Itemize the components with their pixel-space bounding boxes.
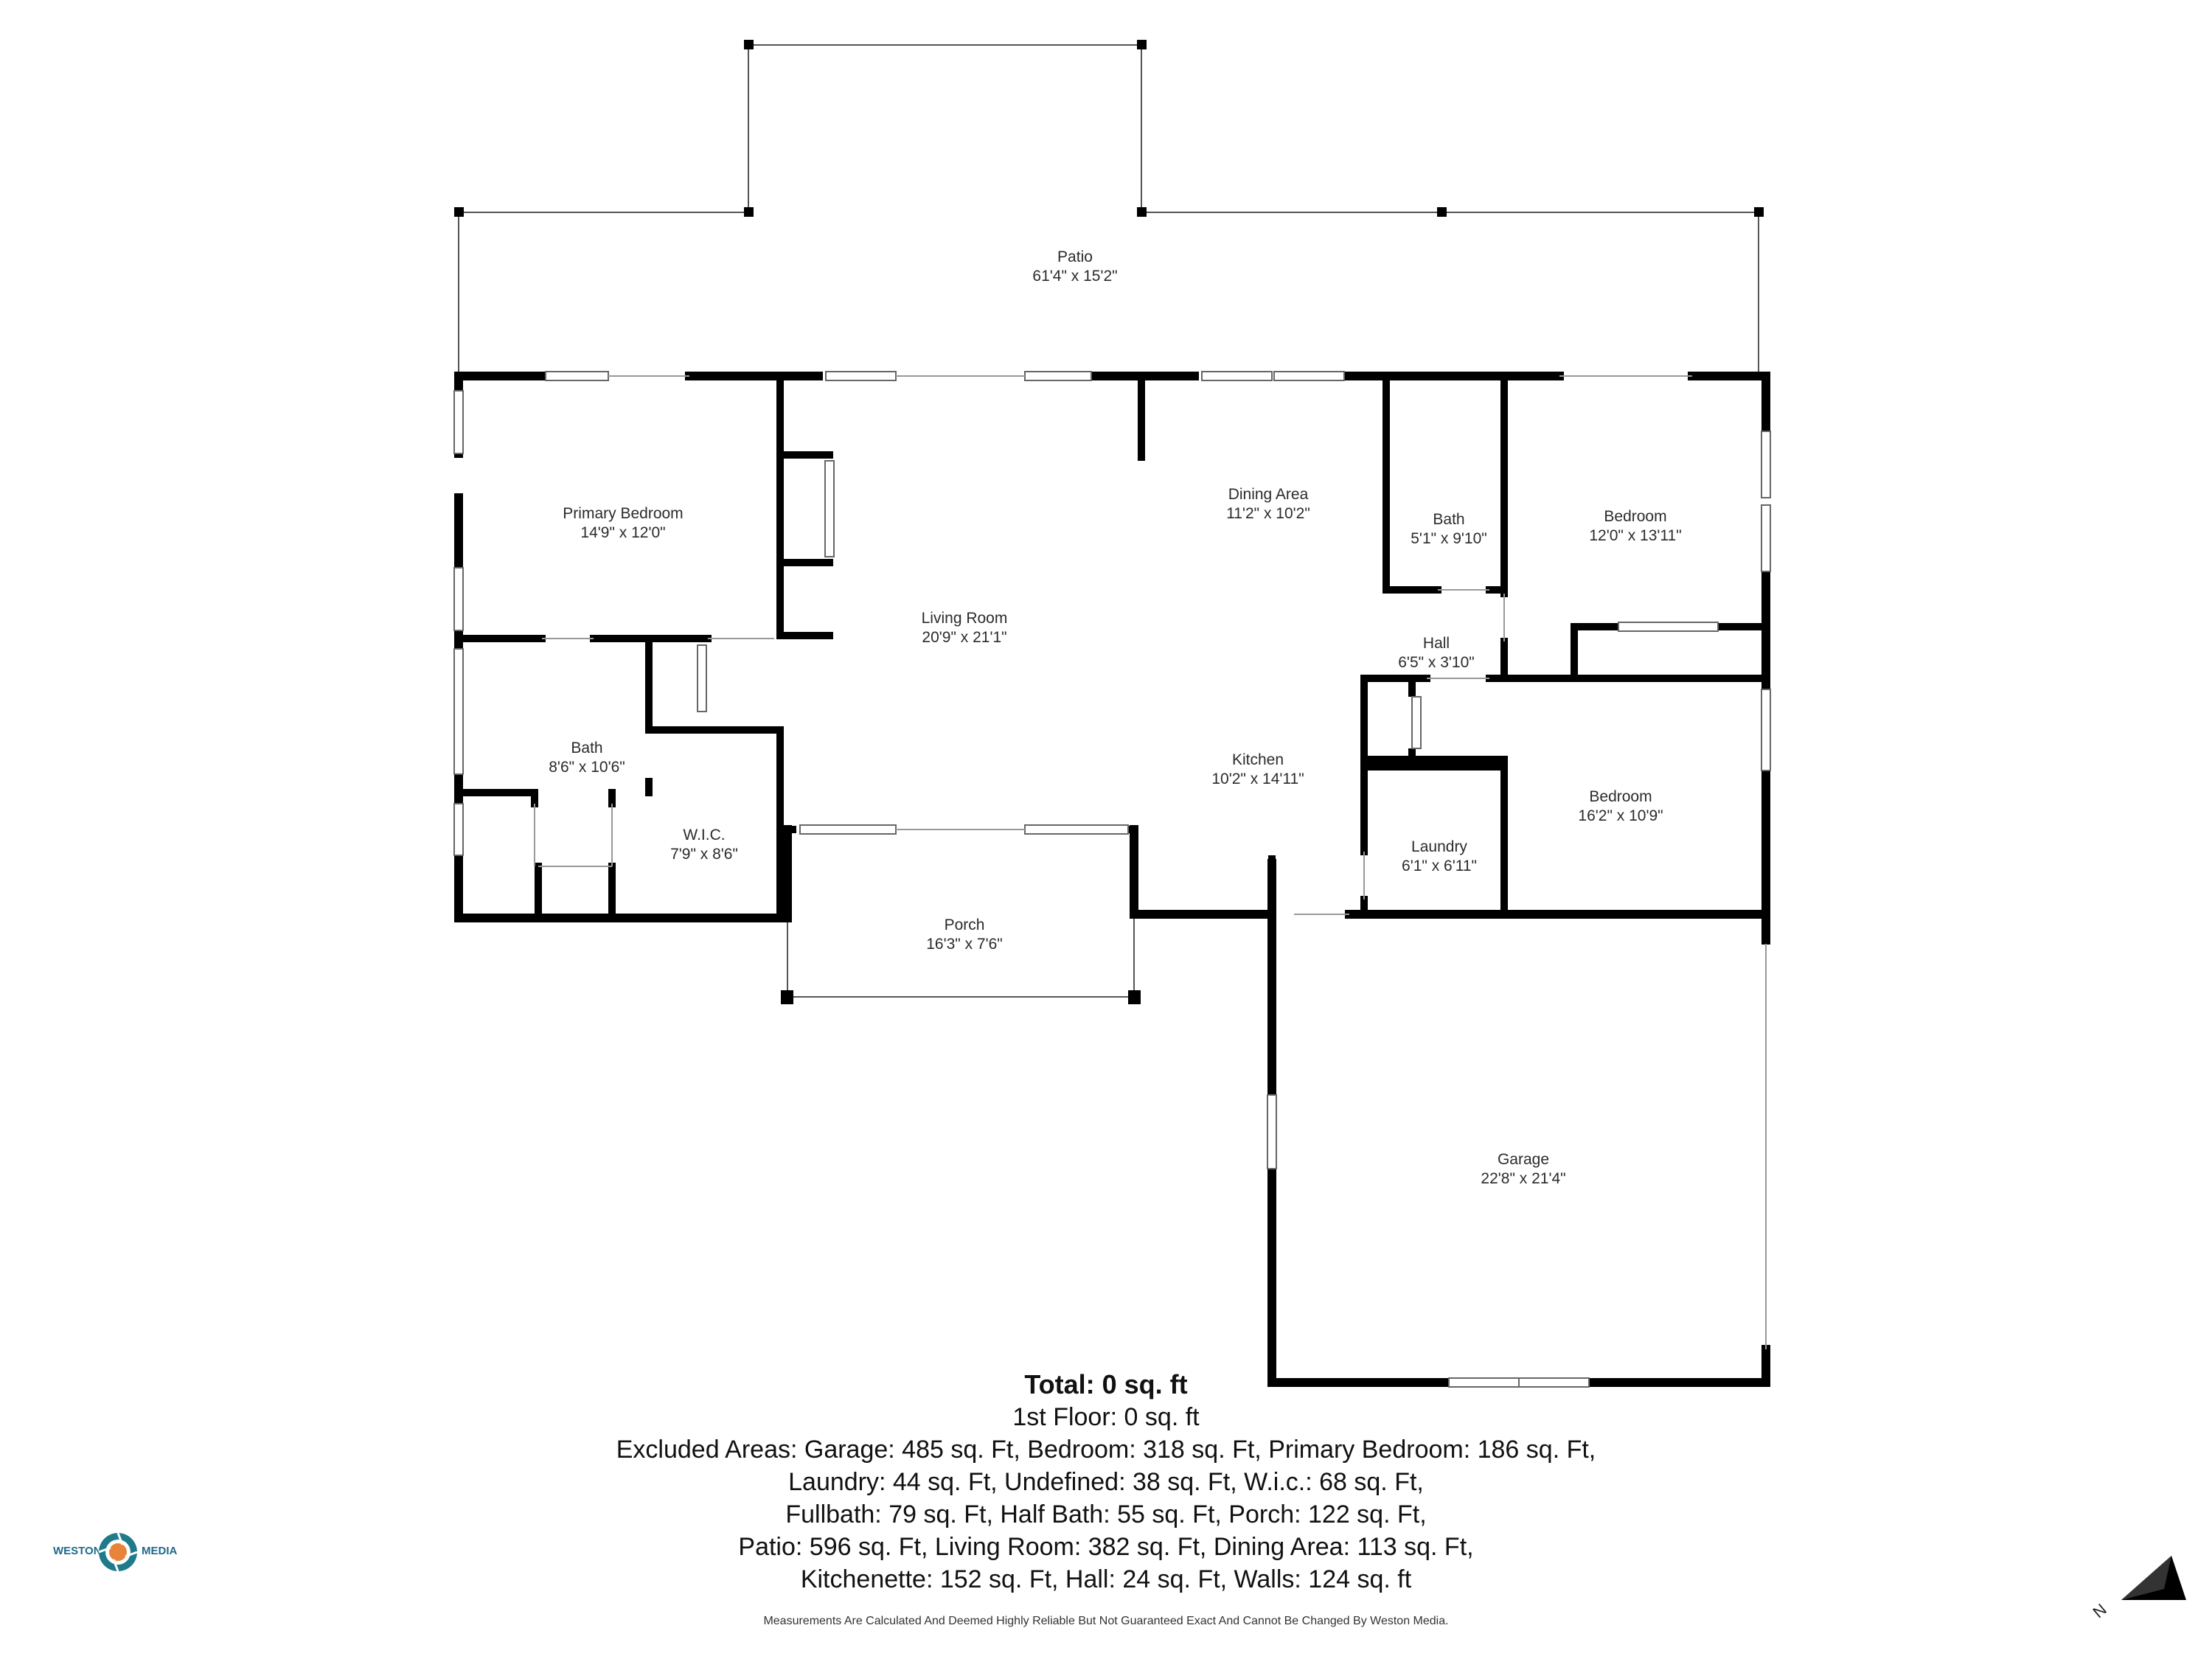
excluded-areas-line-3: Fullbath: 79 sq. Ft, Half Bath: 55 sq. F… [785,1500,1427,1528]
room-label-bedroom-north: Bedroom 12'0" x 13'11" [1589,507,1681,546]
camera-aperture-icon [98,1532,138,1572]
room-dimensions: 7'9" x 8'6" [670,846,738,863]
room-label-garage: Garage 22'8" x 21'4" [1481,1150,1565,1189]
room-dimensions: 16'3" x 7'6" [926,936,1003,953]
room-dimensions: 8'6" x 10'6" [549,759,625,776]
room-dimensions: 5'1" x 9'10" [1411,530,1487,547]
room-label-wic: W.I.C. 7'9" x 8'6" [670,826,738,864]
room-label-kitchen: Kitchen 10'2" x 14'11" [1211,751,1304,789]
room-dimensions: 10'2" x 14'11" [1211,771,1304,787]
excluded-areas-line-1: Excluded Areas: Garage: 485 sq. Ft, Bedr… [616,1436,1596,1464]
room-dimensions: 22'8" x 21'4" [1481,1170,1566,1187]
porch-outline [787,918,1135,998]
room-label-laundry: Laundry 6'1" x 6'11" [1402,838,1477,876]
weston-media-logo: WESTON MEDIA [53,1530,182,1574]
room-name: W.I.C. [683,827,726,844]
room-name: Bedroom [1589,788,1652,805]
room-name: Patio [1057,248,1093,265]
room-dimensions: 20'9" x 21'1" [922,629,1007,646]
room-name: Garage [1497,1151,1550,1168]
north-arrow: N [2090,1548,2194,1622]
room-dimensions: 12'0" x 13'11" [1589,527,1682,544]
patio-posts [454,40,1764,217]
room-name: Living Room [921,610,1008,627]
interior-walls [455,372,1770,922]
excluded-areas-line-5: Kitchenette: 152 sq. Ft, Hall: 24 sq. Ft… [800,1565,1412,1593]
room-label-patio: Patio 61'4" x 15'2" [1032,248,1117,286]
windows [453,371,1771,1388]
total-area: Total: 0 sq. ft [1024,1369,1188,1399]
wall-stubs [1267,859,1276,914]
logo-text-right: MEDIA [142,1545,178,1557]
room-name: Dining Area [1228,486,1309,503]
excluded-areas-line-4: Patio: 596 sq. Ft, Living Room: 382 sq. … [738,1533,1474,1561]
room-dimensions: 14'9" x 12'0" [580,524,666,541]
room-dimensions: 16'2" x 10'9" [1578,807,1663,824]
room-name: Kitchen [1231,751,1284,768]
room-label-primary-bedroom: Primary Bedroom 14'9" x 12'0" [563,504,683,543]
room-label-bath-primary: Bath 8'6" x 10'6" [549,739,625,777]
room-name: Bedroom [1604,508,1667,525]
excluded-areas-line-2: Laundry: 44 sq. Ft, Undefined: 38 sq. Ft… [788,1468,1424,1496]
room-dimensions: 6'5" x 3'10" [1398,654,1475,671]
room-label-bath-hall: Bath 5'1" x 9'10" [1411,510,1487,549]
room-name: Primary Bedroom [563,505,684,522]
logo-text-left: WESTON [53,1545,102,1557]
room-dimensions: 11'2" x 10'2" [1226,505,1310,522]
room-label-hall: Hall 6'5" x 3'10" [1398,634,1475,672]
disclaimer: Measurements Are Calculated And Deemed H… [763,1615,1449,1627]
room-dimensions: 61'4" x 15'2" [1032,268,1118,285]
room-name: Porch [944,917,985,933]
room-name: Hall [1422,635,1450,652]
room-label-bedroom-south: Bedroom 16'2" x 10'9" [1578,787,1663,826]
north-arrow-icon [2121,1556,2186,1600]
porch-posts [781,990,1141,1004]
room-name: Bath [1433,511,1465,528]
room-label-dining-area: Dining Area 11'2" x 10'2" [1226,485,1310,524]
room-name: Laundry [1411,838,1467,855]
room-label-porch: Porch 16'3" x 7'6" [926,916,1003,954]
room-name: Bath [571,740,603,757]
room-dimensions: 6'1" x 6'11" [1402,858,1477,874]
floor-area: 1st Floor: 0 sq. ft [1012,1403,1200,1431]
patio-outline [458,44,1759,380]
openings [534,375,1767,1349]
area-summary: Total: 0 sq. ft 1st Floor: 0 sq. ft Excl… [0,1368,2212,1596]
room-label-living-room: Living Room 20'9" x 21'1" [922,609,1008,647]
